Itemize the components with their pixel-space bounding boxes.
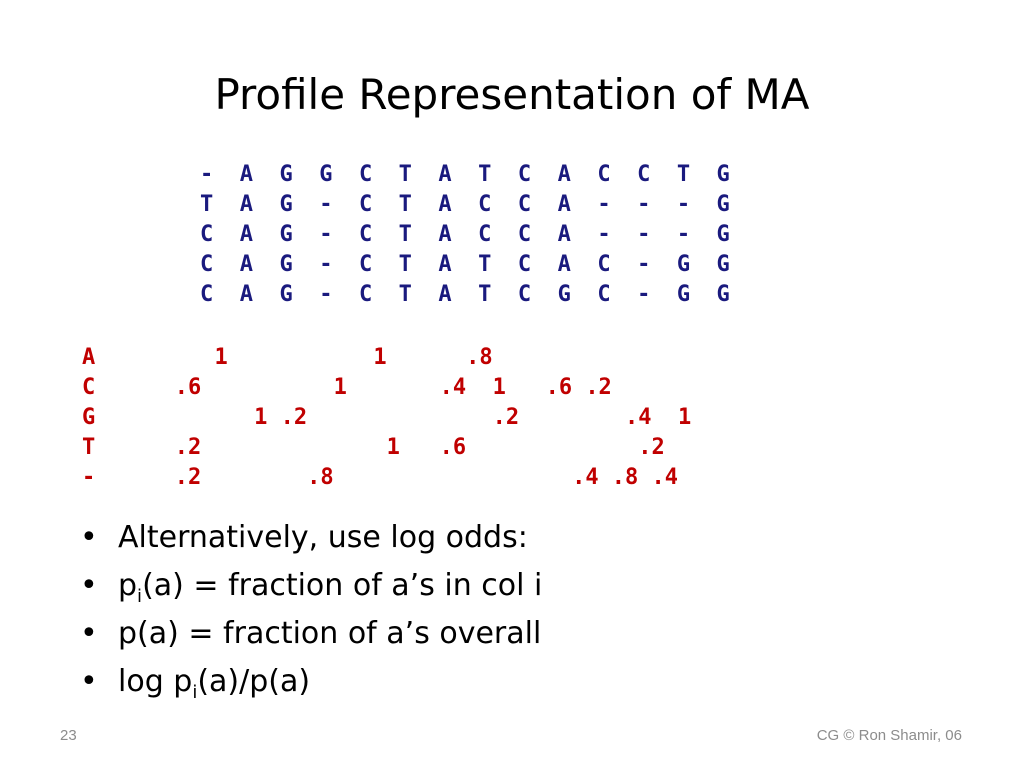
bullet-text-post: (a) = fraction of a’s in col i [142,568,543,603]
bullet-dot: • [80,616,98,651]
alignment-row: - A G G C T A T C A C C T G [200,162,730,187]
bullet-dot: • [80,568,98,603]
slide-title: Profile Representation of MA [214,70,810,119]
bullet-text-pre: log p [118,664,193,699]
alignment-row: C A G - C T A C C A - - - G [200,222,730,247]
multiple-alignment-block: - A G G C T A T C A C C T G T A G - C T … [200,160,730,310]
profile-matrix-block: A 1 1 .8 C .6 1 .4 1 .6 .2 G 1 .2 .2 .4 … [82,343,691,493]
profile-row: G 1 .2 .2 .4 1 [82,405,692,430]
bullet-item: • Alternatively, use log odds: [78,514,542,562]
bullet-text-post: (a)/p(a) [197,664,311,699]
bullet-subscript: i [192,682,198,703]
bullet-item: • log pi(a)/p(a) [78,658,542,706]
bullet-item: • p(a) = fraction of a’s overall [78,610,542,658]
alignment-row: T A G - C T A C C A - - - G [200,192,730,217]
alignment-row: C A G - C T A T C A C - G G [200,252,730,277]
bullet-subscript: i [137,586,143,607]
footer-credit: CG © Ron Shamir, 06 [816,727,962,744]
bullet-dot: • [80,520,98,555]
bullet-text-pre: p [118,568,138,603]
bullet-item: • pi(a) = fraction of a’s in col i [78,562,542,610]
bullet-text: Alternatively, use log odds: [118,520,528,555]
profile-row: - .2 .8 .4 .8 .4 [82,465,679,490]
bullet-dot: • [80,664,98,699]
bullet-text: p(a) = fraction of a’s overall [118,616,542,651]
profile-row: A 1 1 .8 [82,345,493,370]
slide-number: 23 [60,727,77,744]
profile-row: C .6 1 .4 1 .6 .2 [82,375,612,400]
alignment-row: C A G - C T A T C G C - G G [200,282,730,307]
profile-row: T .2 1 .6 .2 [82,435,665,460]
bullet-list: • Alternatively, use log odds: • pi(a) =… [78,514,542,706]
